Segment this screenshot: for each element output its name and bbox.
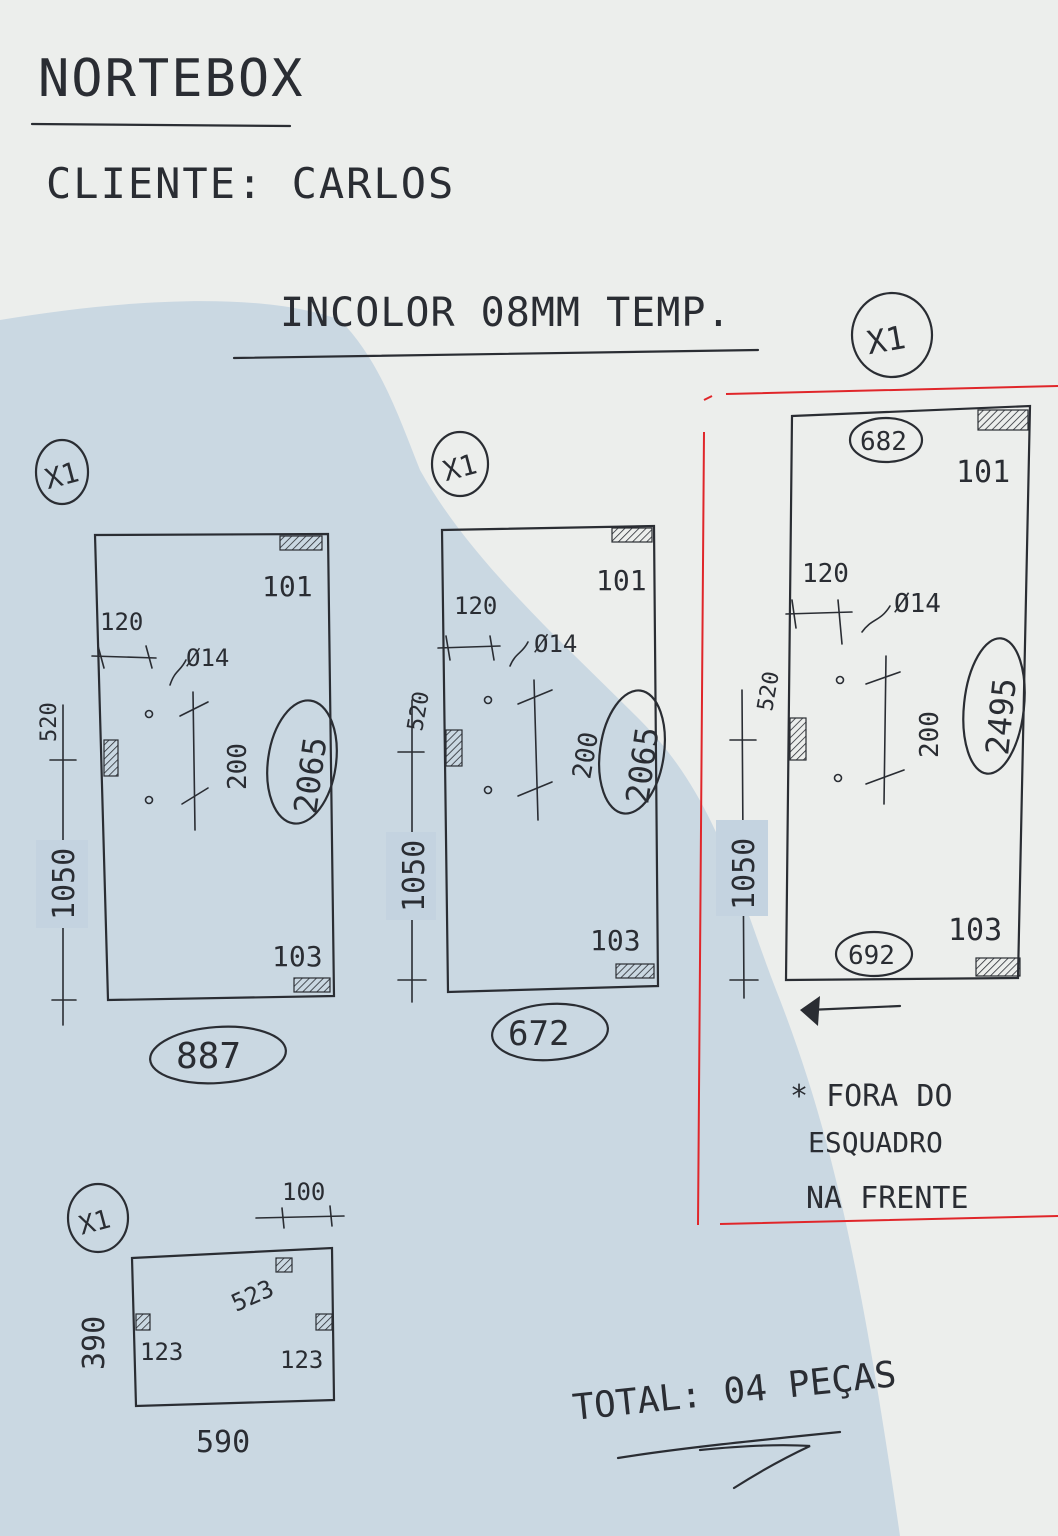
small-piece-height: 390 [77,1316,112,1370]
piece-3-hole-spacing: 200 [915,711,945,758]
piece-3-width-bottom: 692 [848,941,895,971]
piece-2-left-dim: 1050 [397,840,432,912]
piece-3-height: 2495 [978,676,1024,757]
small-piece-left-label: 123 [140,1338,183,1366]
piece-3-side-dim: 520 [753,670,785,713]
small-piece-width: 590 [196,1425,250,1460]
hinge-hatch [279,535,323,551]
piece-1-hinge-bottom: 103 [272,940,323,973]
paper-shadow [0,301,900,1536]
hinge-hatch [611,527,653,543]
piece-1-hole-diameter: Ø14 [186,644,229,672]
hinge-hatch [275,1257,293,1273]
piece-1: X1 101 103 120 Ø14 200 520 1050 2065 887 [34,438,338,1085]
piece-2-width: 672 [508,1014,569,1054]
note-line-2: ESQUADRO [808,1126,943,1159]
red-highlight-box [697,385,1058,1226]
piece-2-hinge-top: 101 [596,564,647,597]
piece-1-left-dim: 1050 [47,848,82,920]
hinge-hatch [975,957,1021,977]
piece-3-hole-diameter: Ø14 [894,589,941,619]
direction-arrow [806,1004,902,1012]
piece-3: X1 682 101 103 120 Ø14 200 520 1050 2495… [697,291,1058,1226]
hinge-hatch [977,409,1029,431]
piece-3-width-top: 682 [860,427,907,457]
small-piece: X1 100 523 123 123 390 590 [66,1178,345,1460]
client-label: CLIENTE: CARLOS [46,159,455,208]
glass-spec: INCOLOR 08MM TEMP. [280,290,731,336]
hinge-hatch [135,1313,151,1331]
small-piece-top-dim: 100 [282,1178,325,1206]
piece-2-hole-offset: 120 [454,592,497,620]
piece-2-hole-diameter: Ø14 [534,630,577,658]
piece-2-hinge-bottom: 103 [590,924,641,957]
note-line-3: NA FRENTE [806,1181,969,1216]
small-piece-right-label: 123 [280,1346,323,1374]
hinge-hatch [615,963,655,979]
hinge-hatch [103,739,119,777]
piece-1-hole-spacing: 200 [223,743,253,790]
piece-1-side-dim: 520 [37,702,62,742]
hinge-hatch [293,977,331,993]
piece-1-hole-offset: 120 [100,608,143,636]
piece-3-hole-offset: 120 [802,559,849,589]
note-line-1: * FORA DO [790,1079,953,1114]
piece-3-left-dim: 1050 [727,838,762,910]
piece-1-width: 887 [176,1036,241,1077]
piece-3-qty: X1 [864,318,909,362]
piece-3-hinge-bottom: 103 [948,913,1002,948]
hinge-hatch [315,1313,333,1331]
piece-1-hinge-top: 101 [262,570,313,603]
piece-2-qty: X1 [439,447,480,488]
hinge-hatch [445,729,463,767]
piece-3-hinge-top: 101 [956,455,1010,490]
company-title: NORTEBOX [38,49,304,109]
piece-2: X1 101 103 120 Ø14 200 520 1050 2065 672 [386,430,667,1062]
hinge-hatch [789,717,807,761]
